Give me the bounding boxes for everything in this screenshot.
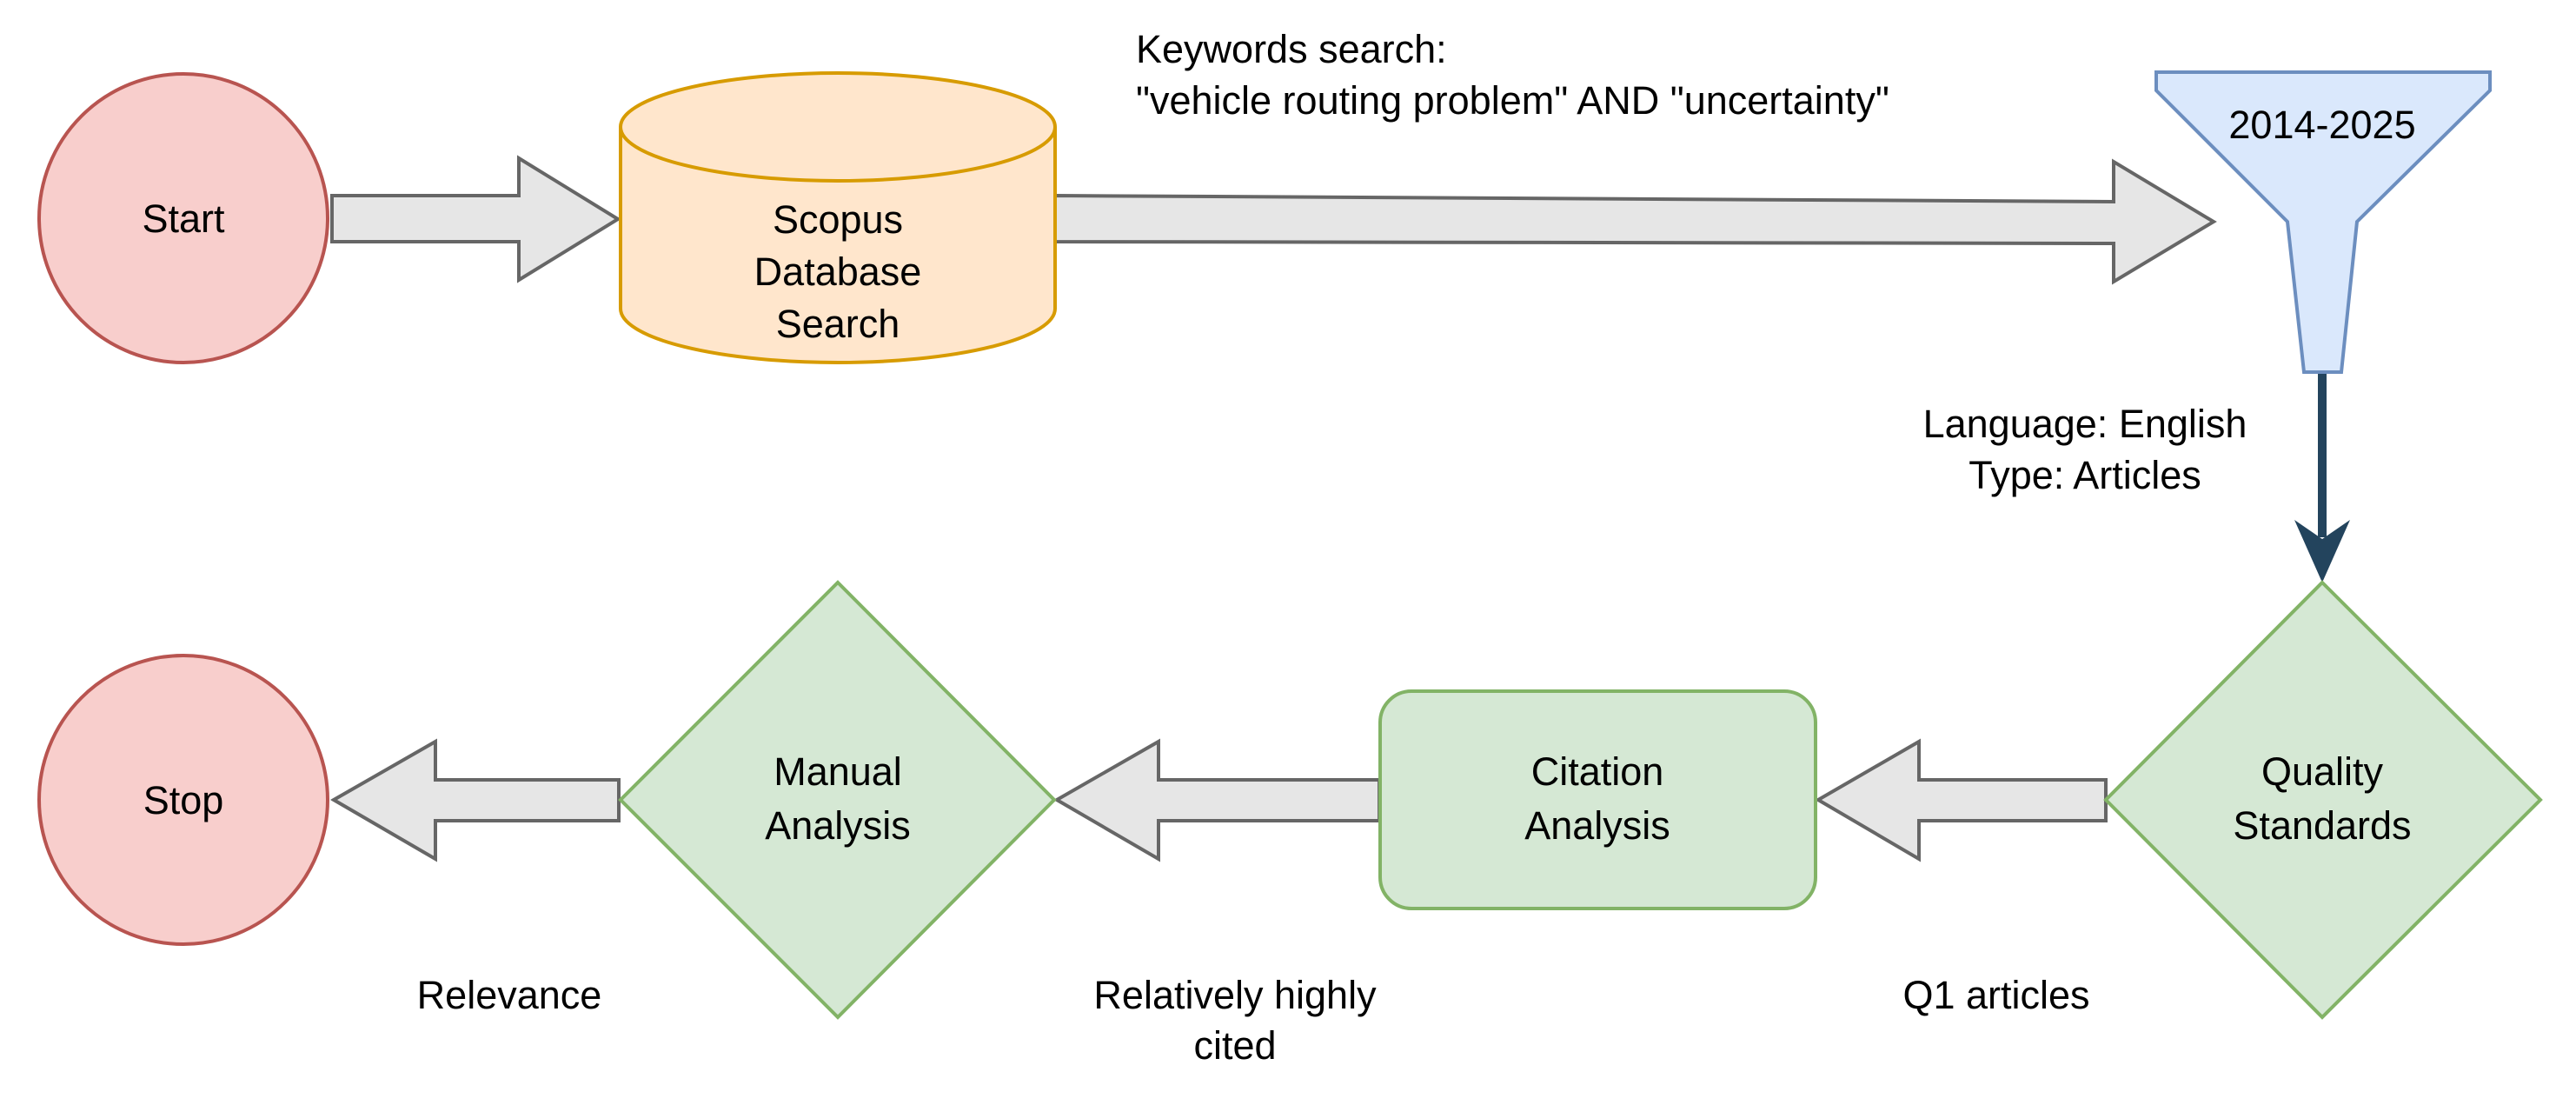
quality-label-line-2: Standards [2233, 803, 2411, 848]
quality-label-line-1: Quality [2261, 749, 2384, 794]
arrow-manual-to-stop [329, 738, 621, 862]
citation-rect [1378, 689, 1817, 910]
year-filter-label: 2014-2025 [2228, 103, 2415, 147]
q1-articles-label: Q1 articles [1902, 973, 2089, 1017]
arrow-quality-to-citation [1815, 738, 2108, 862]
start-label: Start [142, 196, 225, 241]
citation-label-line-1: Citation [1531, 749, 1664, 794]
manual-analysis-node: Manual Analysis [618, 580, 1057, 1020]
stop-node: Stop [37, 654, 329, 946]
arrow-start-to-database [330, 155, 621, 283]
language-label-line-2: Type: Articles [1969, 453, 2201, 497]
connector-arrowhead [2294, 520, 2350, 582]
start-circle [37, 72, 329, 364]
database-label-line-2: Database [754, 250, 922, 294]
database-cylinder-top [619, 71, 1057, 183]
quality-diamond [2103, 580, 2543, 1020]
arrow-database-to-filter [1053, 158, 2217, 285]
funnel-shape [2154, 70, 2492, 374]
start-node: Start [37, 72, 329, 364]
language-label-line-1: Language: English [1923, 402, 2247, 446]
keywords-label-line-2: "vehicle routing problem" AND "uncertain… [1136, 78, 1889, 123]
stop-circle [37, 654, 329, 946]
stop-label: Stop [143, 778, 224, 822]
manual-diamond [618, 580, 1057, 1020]
relevance-label: Relevance [417, 973, 602, 1017]
database-label-line-1: Scopus [773, 197, 903, 242]
arrow-citation-to-manual [1052, 738, 1381, 862]
highly-cited-label-line-2: cited [1193, 1023, 1276, 1068]
manual-label-line-1: Manual [773, 749, 902, 794]
citation-analysis-node: Citation Analysis [1378, 689, 1817, 910]
year-filter-node: 2014-2025 [2154, 70, 2492, 374]
manual-label-line-2: Analysis [765, 803, 911, 848]
quality-standards-node: Quality Standards [2103, 580, 2543, 1020]
citation-label-line-2: Analysis [1524, 803, 1670, 848]
keywords-label-line-1: Keywords search: [1136, 27, 1447, 71]
database-cylinder-body [619, 127, 1057, 364]
database-node: Scopus Database Search [619, 71, 1057, 364]
highly-cited-label-line-1: Relatively highly [1093, 973, 1377, 1017]
database-label-line-3: Search [776, 302, 900, 346]
